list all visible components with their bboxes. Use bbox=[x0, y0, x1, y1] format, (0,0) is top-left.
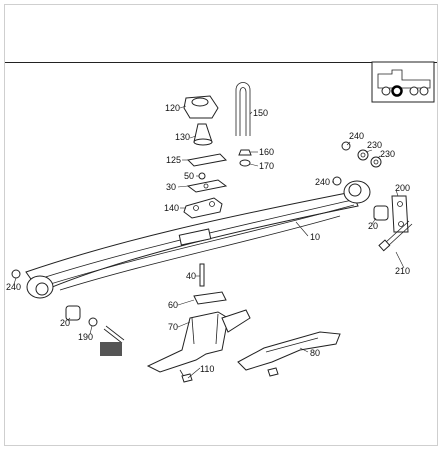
label-70: 70 bbox=[168, 322, 178, 332]
bolt-210[interactable] bbox=[378, 220, 413, 252]
label-230-a: 230 bbox=[367, 140, 382, 150]
label-160: 160 bbox=[259, 147, 274, 157]
clamp-plate-part[interactable] bbox=[183, 197, 223, 219]
label-10: 10 bbox=[310, 232, 320, 242]
washer-plate-part[interactable] bbox=[186, 179, 228, 193]
part-number-labels: 120 150 130 160 170 125 50 30 140 10 240… bbox=[6, 103, 410, 374]
label-140: 140 bbox=[164, 203, 179, 213]
label-200: 200 bbox=[395, 183, 410, 193]
label-170: 170 bbox=[259, 161, 274, 171]
label-150: 150 bbox=[253, 108, 268, 118]
label-130: 130 bbox=[175, 132, 190, 142]
washer-left-small[interactable] bbox=[88, 317, 98, 327]
label-190: 190 bbox=[78, 332, 93, 342]
u-bolt-part[interactable] bbox=[235, 82, 251, 137]
label-60: 60 bbox=[168, 300, 178, 310]
plate-part[interactable] bbox=[186, 153, 228, 167]
spacer-plate-60[interactable] bbox=[193, 291, 227, 305]
diagram-frame bbox=[4, 4, 438, 446]
label-110: 110 bbox=[200, 364, 214, 374]
marker-box bbox=[100, 342, 122, 356]
label-125: 125 bbox=[166, 155, 181, 165]
truck-chassis-thumbnail-icon[interactable] bbox=[371, 61, 435, 103]
washer-240-right-mid[interactable] bbox=[332, 176, 342, 186]
shackle-plate-200[interactable] bbox=[391, 195, 409, 233]
label-120: 120 bbox=[165, 103, 180, 113]
bolt-110[interactable] bbox=[179, 369, 193, 383]
bushing-230-b[interactable] bbox=[370, 156, 382, 168]
spring-eye-left[interactable] bbox=[26, 275, 54, 299]
bushing-230-a[interactable] bbox=[357, 149, 369, 161]
spring-eye-right[interactable] bbox=[343, 180, 371, 204]
washer-240-left[interactable] bbox=[11, 269, 21, 279]
label-240-left: 240 bbox=[6, 282, 21, 292]
leader-lines bbox=[13, 105, 405, 379]
label-80: 80 bbox=[310, 348, 320, 358]
label-210: 210 bbox=[395, 266, 410, 276]
label-240-mid: 240 bbox=[315, 177, 330, 187]
bushing-20-left[interactable] bbox=[65, 305, 81, 321]
label-240-top: 240 bbox=[349, 131, 364, 141]
bolt-190[interactable] bbox=[103, 325, 125, 344]
label-230-b: 230 bbox=[380, 149, 395, 159]
header-band bbox=[5, 5, 437, 63]
leaf-spring[interactable] bbox=[25, 191, 359, 293]
bushing-20-right[interactable] bbox=[373, 205, 389, 221]
bolt-80[interactable] bbox=[267, 367, 279, 377]
buffer-part[interactable] bbox=[183, 95, 219, 119]
bracket-80[interactable] bbox=[237, 331, 341, 371]
label-20-right: 20 bbox=[368, 221, 378, 231]
center-bolt-40[interactable] bbox=[199, 263, 205, 287]
bracket-70[interactable] bbox=[146, 309, 251, 373]
cone-part[interactable] bbox=[193, 123, 213, 146]
u-bolt-nut-part[interactable] bbox=[238, 149, 252, 167]
label-40: 40 bbox=[186, 271, 196, 281]
label-50: 50 bbox=[184, 171, 194, 181]
label-20-left: 20 bbox=[60, 318, 70, 328]
nut-part[interactable] bbox=[198, 172, 206, 180]
label-30: 30 bbox=[166, 182, 176, 192]
